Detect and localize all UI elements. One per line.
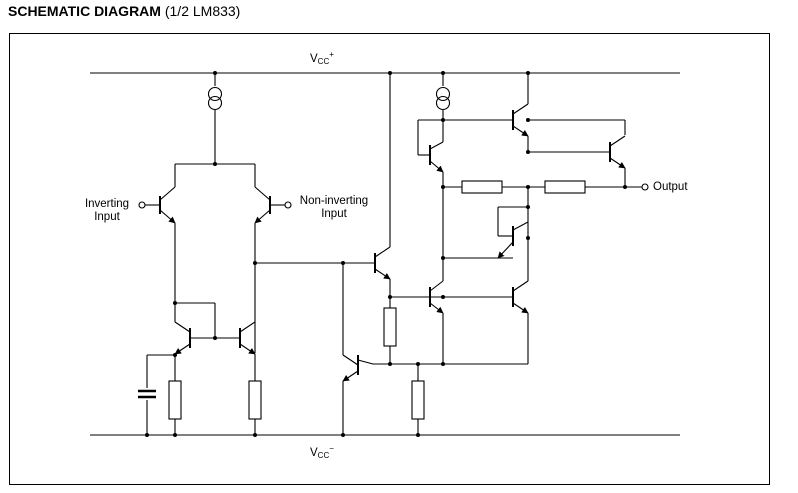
transistor-q5-follower bbox=[374, 73, 391, 308]
vcc-plus-label: VCC+ bbox=[310, 50, 334, 66]
vcc-minus-label: VCC− bbox=[310, 444, 334, 460]
vcc-minus-subscript: CC bbox=[317, 451, 330, 460]
inverting-input-line1: Inverting bbox=[84, 198, 130, 210]
transistor-q9-output bbox=[418, 141, 444, 187]
transistor-q7-gain bbox=[429, 187, 444, 364]
junction-dots bbox=[145, 71, 627, 437]
resistor-r5 bbox=[461, 180, 503, 194]
transistor-q3-mirror bbox=[174, 303, 191, 381]
non-inverting-input-line2: Input bbox=[321, 208, 347, 220]
current-source-output-stage bbox=[435, 73, 451, 142]
resistor-r2 bbox=[248, 380, 262, 420]
non-inverting-input-line1: Non-inverting bbox=[299, 195, 369, 207]
inverting-input-label: Inverting Input bbox=[80, 198, 134, 224]
transistor-q4-mirror bbox=[239, 321, 256, 381]
transistor-q12-protection bbox=[497, 221, 529, 259]
resistor-r6 bbox=[544, 180, 586, 194]
schematic-frame bbox=[9, 33, 770, 485]
vcc-minus-superscript: − bbox=[329, 444, 334, 453]
diagram-title-sub: (1/2 LM833) bbox=[164, 3, 241, 19]
transistor-q1-input bbox=[138, 164, 176, 303]
diagram-title: SCHEMATIC DIAGRAM (1/2 LM833) bbox=[8, 3, 240, 19]
transistor-q6-lower bbox=[342, 354, 528, 435]
resistor-r4 bbox=[411, 380, 425, 420]
resistor-r1 bbox=[168, 380, 182, 420]
transistor-q10-output bbox=[512, 73, 529, 152]
compensation-capacitor bbox=[138, 354, 175, 435]
vcc-minus-base: V bbox=[310, 447, 318, 459]
vcc-plus-subscript: CC bbox=[317, 57, 330, 66]
transistor-q8-gain bbox=[512, 187, 529, 364]
inverting-input-line2: Input bbox=[94, 211, 120, 223]
non-inverting-input-label: Non-inverting Input bbox=[296, 195, 372, 221]
vcc-plus-base: V bbox=[310, 53, 318, 65]
current-source-input-stage bbox=[207, 73, 223, 164]
output-label: Output bbox=[653, 181, 688, 193]
vcc-plus-superscript: + bbox=[329, 50, 334, 59]
diagram-title-main: SCHEMATIC DIAGRAM bbox=[8, 3, 161, 19]
resistor-r3 bbox=[383, 307, 397, 347]
transistor-q11-output bbox=[609, 135, 626, 187]
transistor-q2-input bbox=[254, 164, 292, 353]
